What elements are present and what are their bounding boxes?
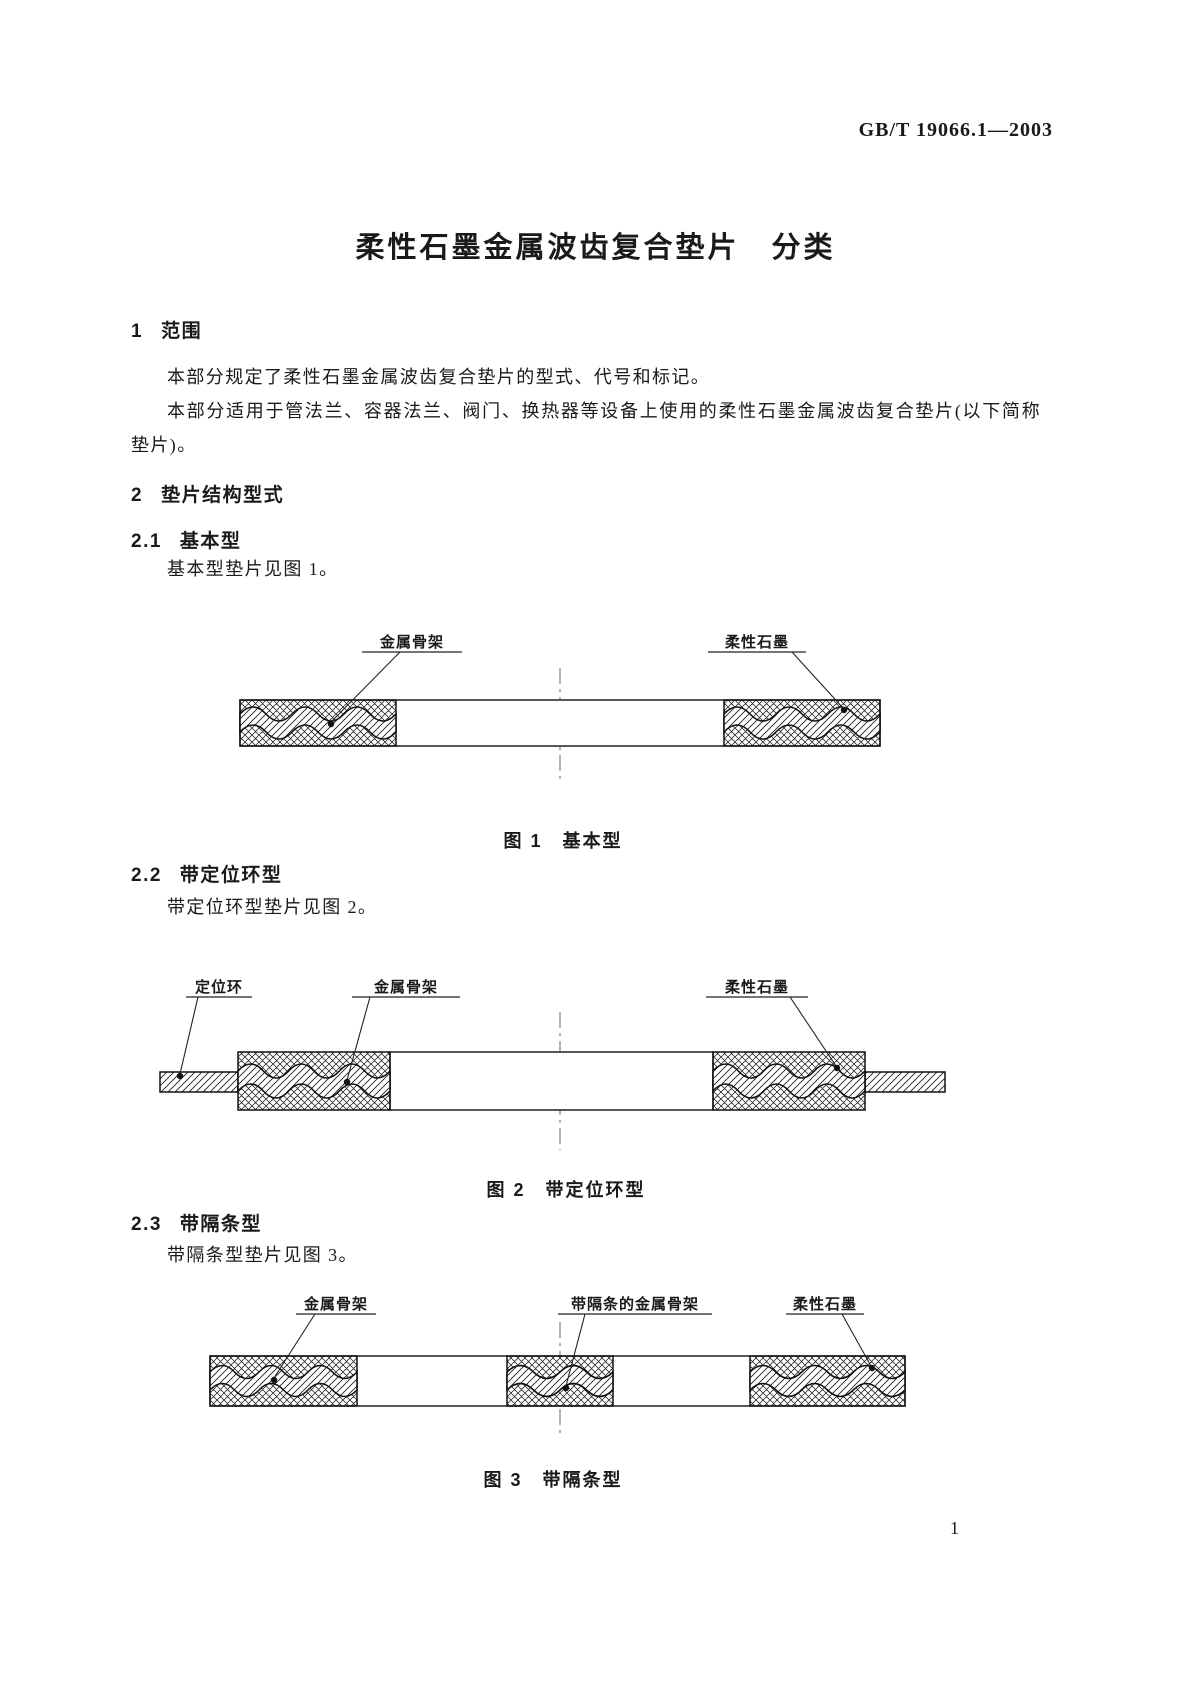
hatch-block-with-strip bbox=[506, 1355, 614, 1407]
leader-dot bbox=[327, 720, 335, 728]
section-number: 2 bbox=[131, 485, 144, 506]
hatch-block bbox=[237, 1051, 391, 1111]
hatch-block bbox=[712, 1051, 866, 1111]
section-1-heading: 1 范围 bbox=[131, 316, 202, 343]
strip-body-text: 带隔条型垫片见图 3。 bbox=[167, 1245, 358, 1265]
section-2-1-heading: 2.1 基本型 bbox=[131, 526, 241, 553]
leader-dot bbox=[833, 1064, 841, 1072]
gasket-outline bbox=[239, 699, 881, 747]
corrugated-core bbox=[712, 1063, 866, 1099]
leader-line bbox=[346, 996, 371, 1081]
ring-body-text: 带定位环型垫片见图 2。 bbox=[167, 897, 378, 917]
gasket-outline bbox=[209, 1355, 906, 1407]
section-2-3-heading: 2.3 带隔条型 bbox=[131, 1209, 262, 1236]
leader-dot bbox=[562, 1384, 570, 1392]
corrugated-core bbox=[237, 1063, 391, 1099]
fig1-label-metal-skeleton: 金属骨架 bbox=[379, 634, 445, 651]
figure-2-drawing bbox=[159, 996, 946, 1150]
hatch-block bbox=[723, 699, 881, 747]
fig3-label-strip-metal-skeleton: 带隔条的金属骨架 bbox=[570, 1296, 700, 1313]
corrugated-core bbox=[506, 1364, 614, 1398]
fig3-label-metal-skeleton: 金属骨架 bbox=[303, 1296, 369, 1313]
corrugated-core bbox=[239, 706, 397, 740]
leader-dot bbox=[176, 1072, 184, 1080]
corrugated-core bbox=[209, 1364, 358, 1398]
section-title: 带隔条型 bbox=[179, 1214, 262, 1235]
section-number: 2.1 bbox=[131, 531, 162, 552]
leader-dot bbox=[840, 706, 848, 714]
basic-body-text: 基本型垫片见图 1。 bbox=[167, 559, 339, 579]
section-title: 带定位环型 bbox=[179, 865, 283, 886]
figure-3-caption: 图 3 带隔条型 bbox=[483, 1470, 623, 1490]
hatch-block bbox=[749, 1355, 906, 1407]
section-title: 垫片结构型式 bbox=[161, 485, 285, 506]
standard-number: GB/T 19066.1—2003 bbox=[858, 119, 1053, 141]
leader-dot bbox=[868, 1364, 876, 1372]
leader-line bbox=[273, 1313, 316, 1379]
section-number: 1 bbox=[131, 321, 144, 342]
corrugated-core bbox=[723, 706, 881, 740]
leader-line bbox=[179, 996, 199, 1075]
section-number: 2.2 bbox=[131, 865, 162, 886]
section-2-heading: 2 垫片结构型式 bbox=[131, 480, 284, 507]
leader-dot bbox=[270, 1376, 278, 1384]
leader-line bbox=[789, 996, 837, 1067]
positioning-ring-strip bbox=[159, 1071, 239, 1093]
hatch-block bbox=[209, 1355, 358, 1407]
fig3-label-flexible-graphite: 柔性石墨 bbox=[792, 1296, 858, 1313]
section-number: 2.3 bbox=[131, 1214, 162, 1235]
leader-line bbox=[565, 1313, 586, 1387]
scope-paragraph-1: 本部分规定了柔性石墨金属波齿复合垫片的型式、代号和标记。 bbox=[167, 367, 711, 387]
gasket-outline bbox=[389, 1051, 714, 1111]
fig1-label-flexible-graphite: 柔性石墨 bbox=[724, 634, 790, 651]
fig2-label-metal-skeleton: 金属骨架 bbox=[373, 979, 439, 996]
page-number: 1 bbox=[950, 1518, 959, 1538]
fig2-label-positioning-ring: 定位环 bbox=[194, 979, 244, 996]
page-title: 柔性石墨金属波齿复合垫片 分类 bbox=[355, 232, 836, 264]
section-title: 范围 bbox=[161, 321, 203, 342]
leader-line bbox=[791, 651, 844, 709]
section-2-2-heading: 2.2 带定位环型 bbox=[131, 860, 282, 887]
figure-2-caption: 图 2 带定位环型 bbox=[486, 1180, 646, 1200]
hatch-block bbox=[239, 699, 397, 747]
leader-line bbox=[841, 1313, 872, 1367]
scope-paragraph-2: 本部分适用于管法兰、容器法兰、阀门、换热器等设备上使用的柔性石墨金属波齿复合垫片… bbox=[131, 401, 1041, 455]
leader-dot bbox=[343, 1078, 351, 1086]
corrugated-core bbox=[749, 1364, 906, 1398]
figure-1-drawing bbox=[239, 651, 881, 782]
figure-1-caption: 图 1 基本型 bbox=[503, 831, 623, 851]
fig2-label-flexible-graphite: 柔性石墨 bbox=[724, 979, 790, 996]
positioning-ring-strip bbox=[864, 1071, 946, 1093]
leader-line bbox=[330, 651, 401, 723]
section-title: 基本型 bbox=[179, 531, 242, 552]
